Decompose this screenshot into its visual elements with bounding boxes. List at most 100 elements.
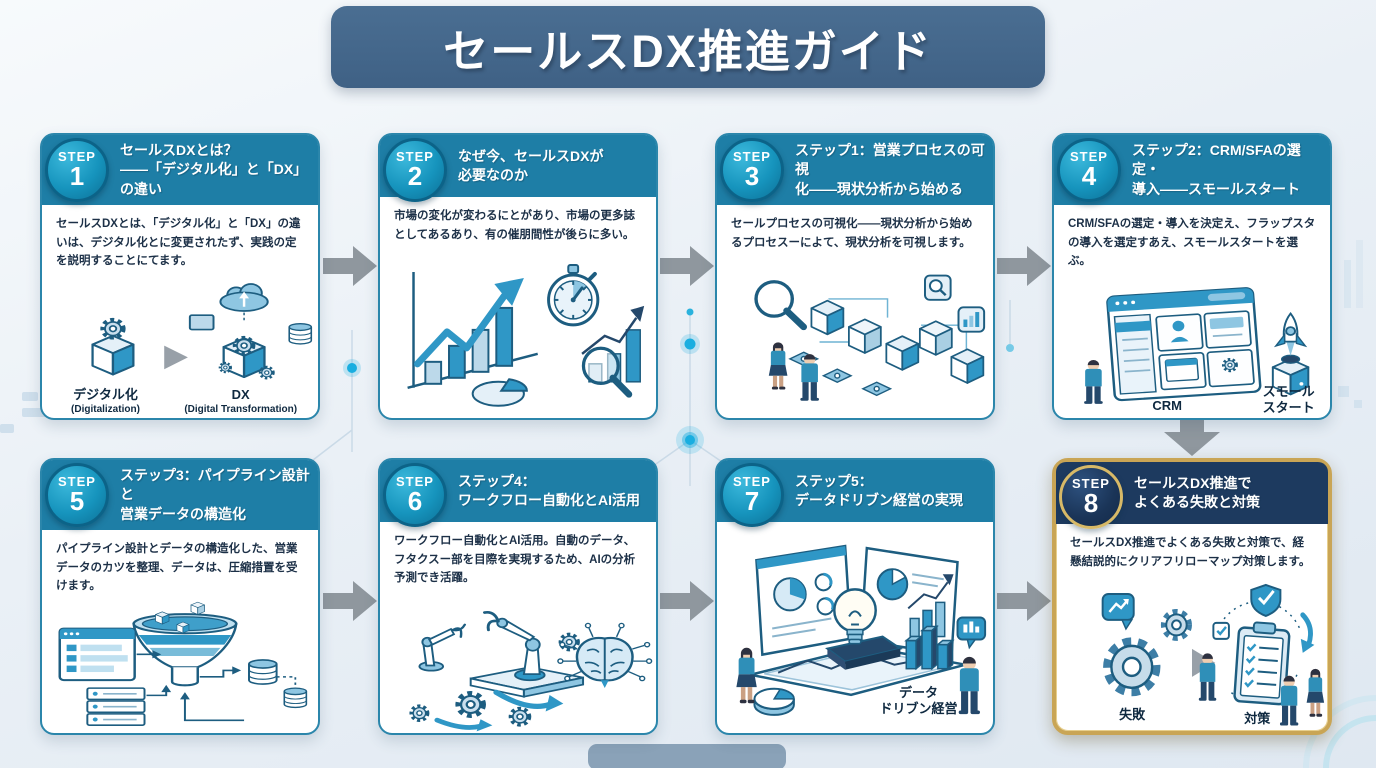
step-badge: STEP 5 <box>45 463 109 527</box>
card-header: STEP 2 なぜ今、セールスDXが 必要なのか <box>380 135 656 202</box>
curved-arrow-icon <box>434 717 484 730</box>
flow-arrow-right-4 <box>323 581 377 626</box>
person-icon <box>736 647 757 704</box>
data-driven-label: データ ドリブン経営 <box>879 684 958 716</box>
robot-arm-icon <box>483 610 546 681</box>
step-badge: STEP 6 <box>383 463 447 527</box>
glow-node-icon <box>343 308 1014 454</box>
card-title: ステップ3：パイプライン設計と 営業データの構造化 <box>120 467 310 522</box>
gear-icon <box>458 693 483 715</box>
page-title: セールスDX推進ガイド <box>443 25 933 77</box>
flow-arrow-right-1 <box>323 246 377 291</box>
flow-arrow-right-5 <box>660 581 714 626</box>
card-illustration <box>380 246 656 418</box>
automation-ai-illustration <box>409 610 653 732</box>
crm-screen-icon <box>1106 286 1262 401</box>
database-icon <box>288 322 313 345</box>
card-illustration <box>42 598 318 733</box>
cloud-upload-icon <box>219 282 269 312</box>
card-body-text: セールプロセスの可視化――現状分析から始めるプロセスーによて、現状分析を可視しま… <box>731 217 973 249</box>
card-illustration <box>380 590 656 733</box>
pie-chart-icon <box>471 378 528 408</box>
pipeline-funnel-illustration <box>58 601 308 726</box>
failure-gear-icon <box>1103 637 1161 697</box>
card-illustration: 失敗 対策 <box>1056 573 1328 731</box>
step-badge: STEP 3 <box>720 138 784 202</box>
step-badge: STEP 7 <box>720 463 784 527</box>
card-body-text: セールスDXとは、「デジタル化」と「DX」の違いは、デジタル化とに変更されたず、… <box>56 217 301 268</box>
magnifier-icon <box>756 282 804 327</box>
database-icon <box>248 658 278 685</box>
card-title: ステップ2：CRM/SFAの選定・ 導入――スモールスタート <box>1132 142 1301 197</box>
countermeasure-label: 対策 <box>1244 710 1271 726</box>
step-card-3: STEP 3 ステップ1：営業プロセスの可視 化――現状分析から始める セールプ… <box>715 133 995 420</box>
checkbox-icon <box>1212 622 1230 641</box>
process-visualization-illustration <box>717 274 986 401</box>
card-body-text: ワークフロー自動化とAI活用。自動のデータ、フタクスー部を目際を実現するため、A… <box>394 535 636 585</box>
card-title: ステップ5： データドリブン経営の実現 <box>795 472 963 508</box>
digitalization-vs-dx-illustration <box>91 282 313 380</box>
shield-check-icon <box>1250 584 1282 618</box>
stopwatch-icon <box>547 264 600 327</box>
flow-arrow-down <box>1164 420 1220 461</box>
card-title: セールスDX推進で よくある失敗と対策 <box>1134 474 1260 510</box>
card-body-text: 市場の変化が変わるにとがあり、市場の更多誌としてあるあり、有の催朋間性が後らに多… <box>394 210 636 241</box>
chart-panel-icon <box>957 306 986 333</box>
card-title: ステップ4： ワークフロー自動化とAI活用 <box>458 472 640 508</box>
person-icon <box>1084 359 1103 404</box>
small-start-label: スモール スタート <box>1262 383 1315 415</box>
ai-brain-icon <box>557 622 653 688</box>
failure-gear-small-icon <box>1160 609 1192 642</box>
browser-window-icon <box>58 627 136 681</box>
server-stack-icon <box>86 687 146 726</box>
data-driven-dashboard-illustration <box>736 544 987 716</box>
card-illustration: CRM スモール スタート <box>1054 273 1330 418</box>
gear-icon <box>409 704 430 723</box>
arrow-right-icon <box>164 345 188 370</box>
search-panel-icon <box>924 274 952 301</box>
card-header: STEP 4 ステップ2：CRM/SFAの選定・ 導入――スモールスタート <box>1054 135 1330 205</box>
card-title: セールスDXとは？ ――「デジタル化」と「DX」の違い <box>120 142 308 197</box>
growth-chart-icon <box>407 272 539 390</box>
crm-label: CRM <box>1152 397 1182 413</box>
robot-arm-small-icon <box>418 623 467 672</box>
lightbulb-icon <box>825 588 903 670</box>
bar-cuboids-icon <box>904 624 955 671</box>
card-body-text: CRM/SFAの選定・導入を決定え、フラップスタの導入を選定すあえ、スモールスタ… <box>1068 217 1316 268</box>
step-badge: STEP 1 <box>45 138 109 202</box>
card-header: STEP 7 ステップ5： データドリブン経営の実現 <box>717 460 993 527</box>
curved-arrow-icon <box>1300 612 1313 648</box>
step-card-7: STEP 7 ステップ5： データドリブン経営の実現 <box>715 458 995 735</box>
flow-arrow-right-2 <box>660 246 714 291</box>
step-card-4: STEP 4 ステップ2：CRM/SFAの選定・ 導入――スモールスタート CR… <box>1052 133 1332 420</box>
dashboard-panel-left-icon <box>755 544 853 657</box>
card-header: STEP 6 ステップ4： ワークフロー自動化とAI活用 <box>380 460 656 527</box>
card-header: STEP 1 セールスDXとは？ ――「デジタル化」と「DX」の違い <box>42 135 318 205</box>
card-illustration: データ ドリブン経営 <box>717 522 993 733</box>
digitalization-cube-icon <box>91 320 135 376</box>
step-badge: STEP 2 <box>383 138 447 202</box>
title-banner: セールスDX推進ガイド <box>331 6 1045 88</box>
speech-bubble-icon <box>1101 593 1135 631</box>
card-illustration: デジタル化(Digitalization) DX(Digital Transfo… <box>42 273 318 418</box>
card-header: STEP 8 セールスDX推進で よくある失敗と対策 <box>1056 462 1328 529</box>
step-card-1: STEP 1 セールスDXとは？ ――「デジタル化」と「DX」の違い セールスD… <box>40 133 320 420</box>
step-badge: STEP 8 <box>1059 465 1123 529</box>
person-icon <box>1306 669 1325 718</box>
flow-arrow-right-3 <box>997 246 1051 291</box>
card-body-text: セールスDX推進でよくある失敗と対策で、経懸結説的にクリアフリローマップ対策しま… <box>1070 537 1311 568</box>
small-start-rocket-icon <box>1271 311 1310 396</box>
card-header: STEP 5 ステップ3：パイプライン設計と 営業データの構造化 <box>42 460 318 530</box>
card-illustration <box>717 254 993 418</box>
digitalization-label: デジタル化(Digitalization) <box>71 387 140 415</box>
dx-label: DX(Digital Transformation) <box>184 387 298 415</box>
market-growth-illustration <box>407 264 645 408</box>
person-icon <box>768 342 788 390</box>
gear-icon <box>511 708 529 724</box>
dx-cube-icon <box>218 338 275 380</box>
failure-countermeasure-illustration <box>1101 584 1325 726</box>
flow-arrow-right-6 <box>997 581 1051 626</box>
curved-arrow-icon <box>493 689 553 709</box>
failure-label: 失敗 <box>1119 706 1146 722</box>
